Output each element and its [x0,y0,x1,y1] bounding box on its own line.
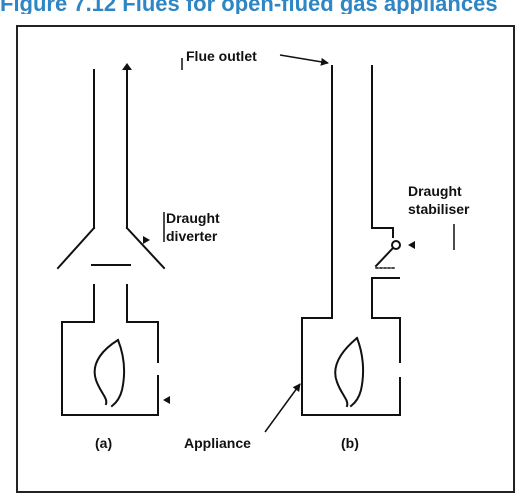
figure-heading: Figure 7.12 Flues for open-flued gas app… [0,0,498,14]
appliance-label: Appliance [184,435,251,451]
flow-arrow-icon [163,396,170,404]
figure-frame [16,25,515,493]
draught-stabiliser-label-line2: stabiliser [408,201,470,217]
draught-stabiliser-label-line1: Draught [408,183,462,199]
draught-diverter-label-line2: diverter [166,228,218,244]
panel-b-label: (b) [341,435,359,451]
flue-outlet-leader-b [279,54,329,66]
flow-arrow-icon [143,236,150,244]
appliance-leader [264,383,301,433]
flow-arrow-icon [408,241,415,249]
appliance-b [301,65,401,416]
panel-a-label: (a) [95,435,112,451]
flue-outlet-label: Flue outlet [186,48,257,64]
appliance-a [56,69,166,416]
draught-diverter-label-line1: Draught [166,210,220,226]
flow-arrow-icon [122,63,132,70]
